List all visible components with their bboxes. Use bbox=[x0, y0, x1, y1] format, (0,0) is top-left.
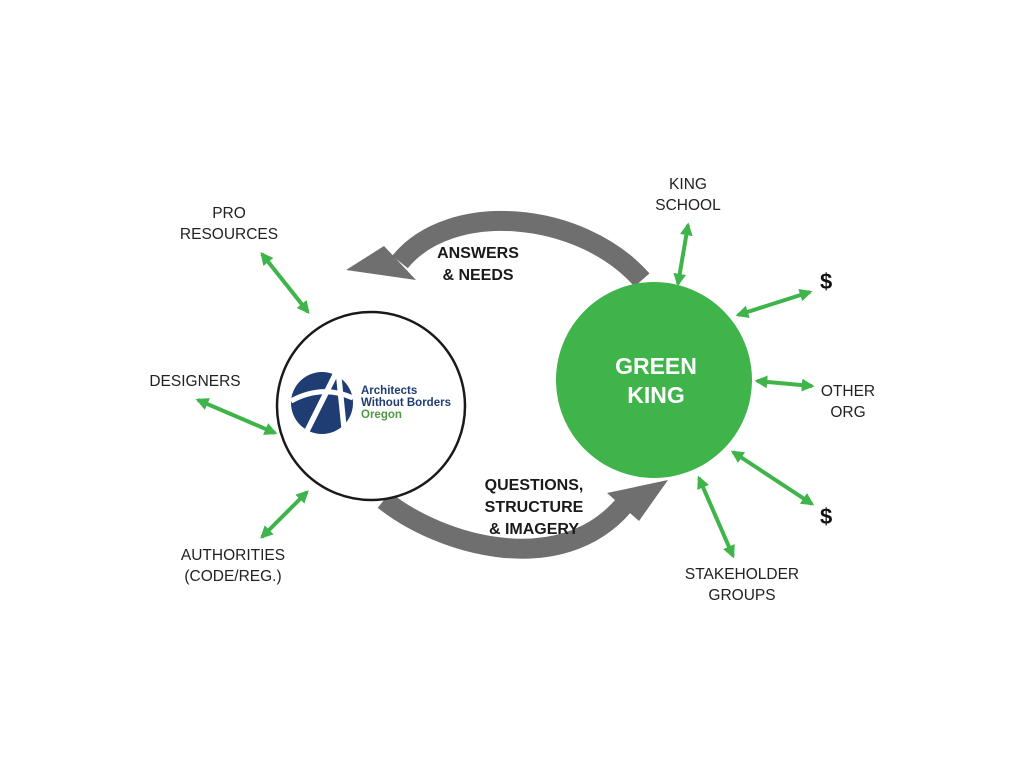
stakeholder-groups-line1: STAKEHOLDER bbox=[684, 566, 800, 583]
king-school-arrow bbox=[673, 222, 693, 287]
stakeholder-groups-line2: GROUPS bbox=[708, 587, 776, 604]
green-king-title: GREEN KING bbox=[596, 352, 716, 410]
other-org-line2: ORG bbox=[830, 404, 866, 421]
king-school-line1: KING bbox=[669, 176, 707, 193]
green-king-line1: GREEN bbox=[615, 353, 697, 379]
answers-needs-line2: & NEEDS bbox=[442, 267, 514, 284]
questions-line3: & IMAGERY bbox=[488, 521, 580, 538]
dollar-bottom-arrow bbox=[730, 450, 815, 506]
other-org-label: OTHER ORG bbox=[808, 381, 888, 423]
awb-logo-line2: Without Borders bbox=[361, 397, 451, 409]
other-org-arrow bbox=[754, 375, 815, 392]
other-org-line1: OTHER bbox=[820, 383, 876, 400]
king-school-line2: SCHOOL bbox=[655, 197, 721, 214]
questions-line1: QUESTIONS, bbox=[484, 477, 584, 494]
questions-line2: STRUCTURE bbox=[484, 499, 584, 516]
dollar-top-label: $ bbox=[820, 269, 833, 294]
designers-label: DESIGNERS bbox=[149, 373, 241, 390]
pro-resources-arrow bbox=[260, 251, 310, 315]
awb-logo-mark-icon bbox=[289, 366, 355, 439]
pro-resources-line2: RESOURCES bbox=[179, 226, 279, 243]
dollar-bottom-label: $ bbox=[820, 504, 833, 529]
dollar-top-arrow bbox=[735, 289, 813, 318]
pro-resources-line1: PRO bbox=[212, 205, 246, 222]
king-school-label: KING SCHOOL bbox=[638, 174, 738, 216]
awb-logo-line3: Oregon bbox=[361, 409, 402, 421]
pro-resources-label: PRO RESOURCES bbox=[168, 203, 290, 245]
green-king-line2: KING bbox=[627, 382, 685, 408]
authorities-line1: AUTHORITIES bbox=[180, 547, 286, 564]
answers-needs-line1: ANSWERS bbox=[437, 245, 519, 262]
questions-flow-arrow bbox=[377, 492, 632, 559]
answers-needs-arrowhead bbox=[346, 246, 416, 280]
stakeholder-groups-arrow bbox=[697, 475, 735, 559]
authorities-label: AUTHORITIES (CODE/REG.) bbox=[168, 545, 298, 587]
stakeholder-groups-label: STAKEHOLDER GROUPS bbox=[672, 564, 812, 606]
answers-needs-flow-arrow bbox=[392, 210, 650, 287]
questions-label: QUESTIONS, STRUCTURE & IMAGERY bbox=[467, 475, 601, 541]
questions-arrowhead bbox=[607, 480, 668, 521]
awb-logo-line1: Architects bbox=[361, 385, 418, 397]
designers-arrow bbox=[195, 398, 278, 435]
answers-needs-label: ANSWERS & NEEDS bbox=[418, 243, 538, 287]
authorities-line2: (CODE/REG.) bbox=[184, 568, 282, 585]
green-king-circle bbox=[556, 282, 752, 478]
authorities-arrow bbox=[260, 490, 309, 539]
